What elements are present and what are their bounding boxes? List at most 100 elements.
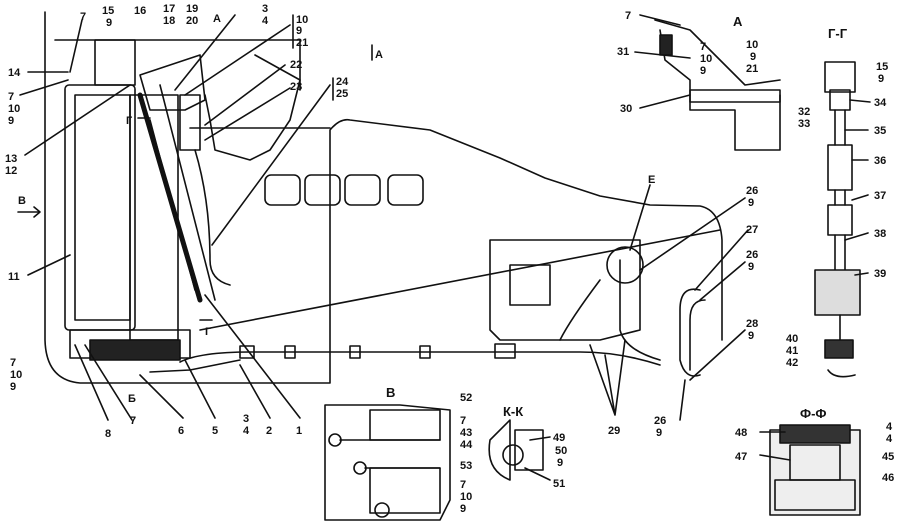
gg-nut [829, 89, 851, 111]
view-a-callout-32: 32 [798, 106, 810, 118]
leader-a31 [634, 51, 691, 59]
callout-12: 12 [5, 165, 17, 177]
view-kk-callout-49: 49 [553, 432, 565, 444]
callout-7-bl: 7 [10, 357, 16, 369]
view-b-callout-10: 10 [460, 491, 472, 503]
callout-22: 22 [290, 59, 302, 71]
bottom-pipeline-b [149, 359, 241, 373]
callout-9-26c: 9 [656, 427, 662, 439]
title-view-ff: Ф-Ф [800, 406, 827, 421]
callout-3-b: 3 [243, 413, 249, 425]
view-ff-callout-45: 45 [882, 451, 894, 463]
title-view-a: А [733, 14, 743, 29]
view-b-callout-52: 52 [460, 392, 472, 404]
callout-4-b: 4 [243, 425, 250, 437]
callout-10-left: 10 [8, 103, 20, 115]
view-b-callout-53: 53 [460, 460, 472, 472]
callout-9-28: 9 [748, 330, 754, 342]
right-pipe-down [559, 279, 601, 341]
callout-26-c: 26 [654, 415, 666, 427]
callout-14: 14 [8, 67, 21, 79]
view-a-callout-30: 30 [620, 103, 632, 115]
view-b [324, 404, 451, 521]
callout-29: 29 [608, 425, 620, 437]
right-pipe-vertical [619, 259, 661, 361]
leader-7b [84, 344, 133, 421]
leader-22 [204, 64, 286, 126]
radiator-core [74, 94, 131, 321]
callout-27: 27 [746, 224, 758, 236]
view-a [634, 14, 781, 151]
view-b-callout-43: 43 [460, 427, 472, 439]
marker-g-lower: Г [205, 326, 212, 338]
callout-9-26a: 9 [748, 197, 754, 209]
marker-a-arrow: А [375, 49, 383, 61]
long-diagonal [199, 229, 721, 331]
frame-inner-line [54, 39, 301, 91]
gg-top-fitting [824, 61, 856, 93]
radiator-core-frame [129, 94, 179, 341]
callout-19: 19 [186, 3, 198, 15]
view-a-callout-7: 7 [625, 10, 631, 22]
view-b-frame [324, 404, 451, 521]
pipe-coupling-5 [494, 343, 516, 359]
view-b-ball-3 [374, 502, 390, 518]
callout-8: 8 [105, 428, 111, 440]
ff-housing [769, 429, 861, 516]
callout-6: 6 [178, 425, 184, 437]
main-view [17, 11, 749, 421]
leader-2 [239, 364, 271, 419]
pipe-coupling-2 [284, 345, 296, 359]
top-pipe-clamp [179, 94, 201, 151]
view-ff-callout-47: 47 [735, 451, 747, 463]
marker-e: Е [648, 174, 655, 186]
view-gg-callout-38: 38 [874, 228, 886, 240]
view-kk-callout-50: 50 [555, 445, 567, 457]
leader-10-top [184, 24, 291, 96]
view-b-callout-7: 7 [460, 415, 466, 427]
leader-7-left [19, 79, 69, 96]
leader-g39 [854, 272, 869, 276]
view-ff-callout-46: 46 [882, 472, 894, 484]
leader-5 [184, 359, 216, 419]
view-gg-callout-36: 36 [874, 155, 886, 167]
view-gg-callout-35: 35 [874, 125, 886, 137]
central-block [489, 239, 641, 341]
view-a-callout-9b: 9 [700, 65, 706, 77]
view-gg-callout-39: 39 [874, 268, 886, 280]
view-a-callout-31: 31 [617, 46, 629, 58]
callout-17: 17 [163, 3, 175, 15]
leader-8 [74, 344, 109, 421]
diagonal-pipe-a [149, 119, 196, 291]
top-fitting [139, 54, 206, 111]
callout-24: 24 [336, 76, 349, 88]
view-b-callout-9: 9 [460, 503, 466, 515]
view-a-plate [689, 89, 781, 103]
view-gg-callout-41: 41 [786, 345, 798, 357]
right-loop [679, 288, 701, 377]
gg-hook [827, 369, 856, 378]
leader-g38 [844, 232, 869, 241]
title-view-gg: Г-Г [828, 26, 848, 41]
leader-11 [27, 254, 71, 276]
e-valve [606, 246, 644, 284]
leader-24 [211, 84, 331, 246]
callout-7-left: 7 [8, 91, 14, 103]
callout-18: 18 [163, 15, 175, 27]
callout-15: 15 [102, 5, 114, 17]
view-a-body [659, 29, 781, 151]
view-ff-callout-4b: 4 [886, 433, 893, 445]
side-pipe [194, 149, 231, 286]
gg-tube-37 [827, 204, 853, 236]
view-kk-callout-9: 9 [557, 457, 563, 469]
view-b-upper-block [369, 409, 441, 441]
view-a-callout-21: 21 [746, 63, 758, 75]
callout-13: 13 [5, 153, 17, 165]
view-ff [759, 424, 861, 516]
view-b-callout-44: 44 [460, 439, 473, 451]
leader-g37 [851, 194, 869, 201]
leader-26c [679, 379, 686, 421]
leader-k49 [529, 436, 551, 441]
view-a-callout-9: 9 [750, 51, 756, 63]
